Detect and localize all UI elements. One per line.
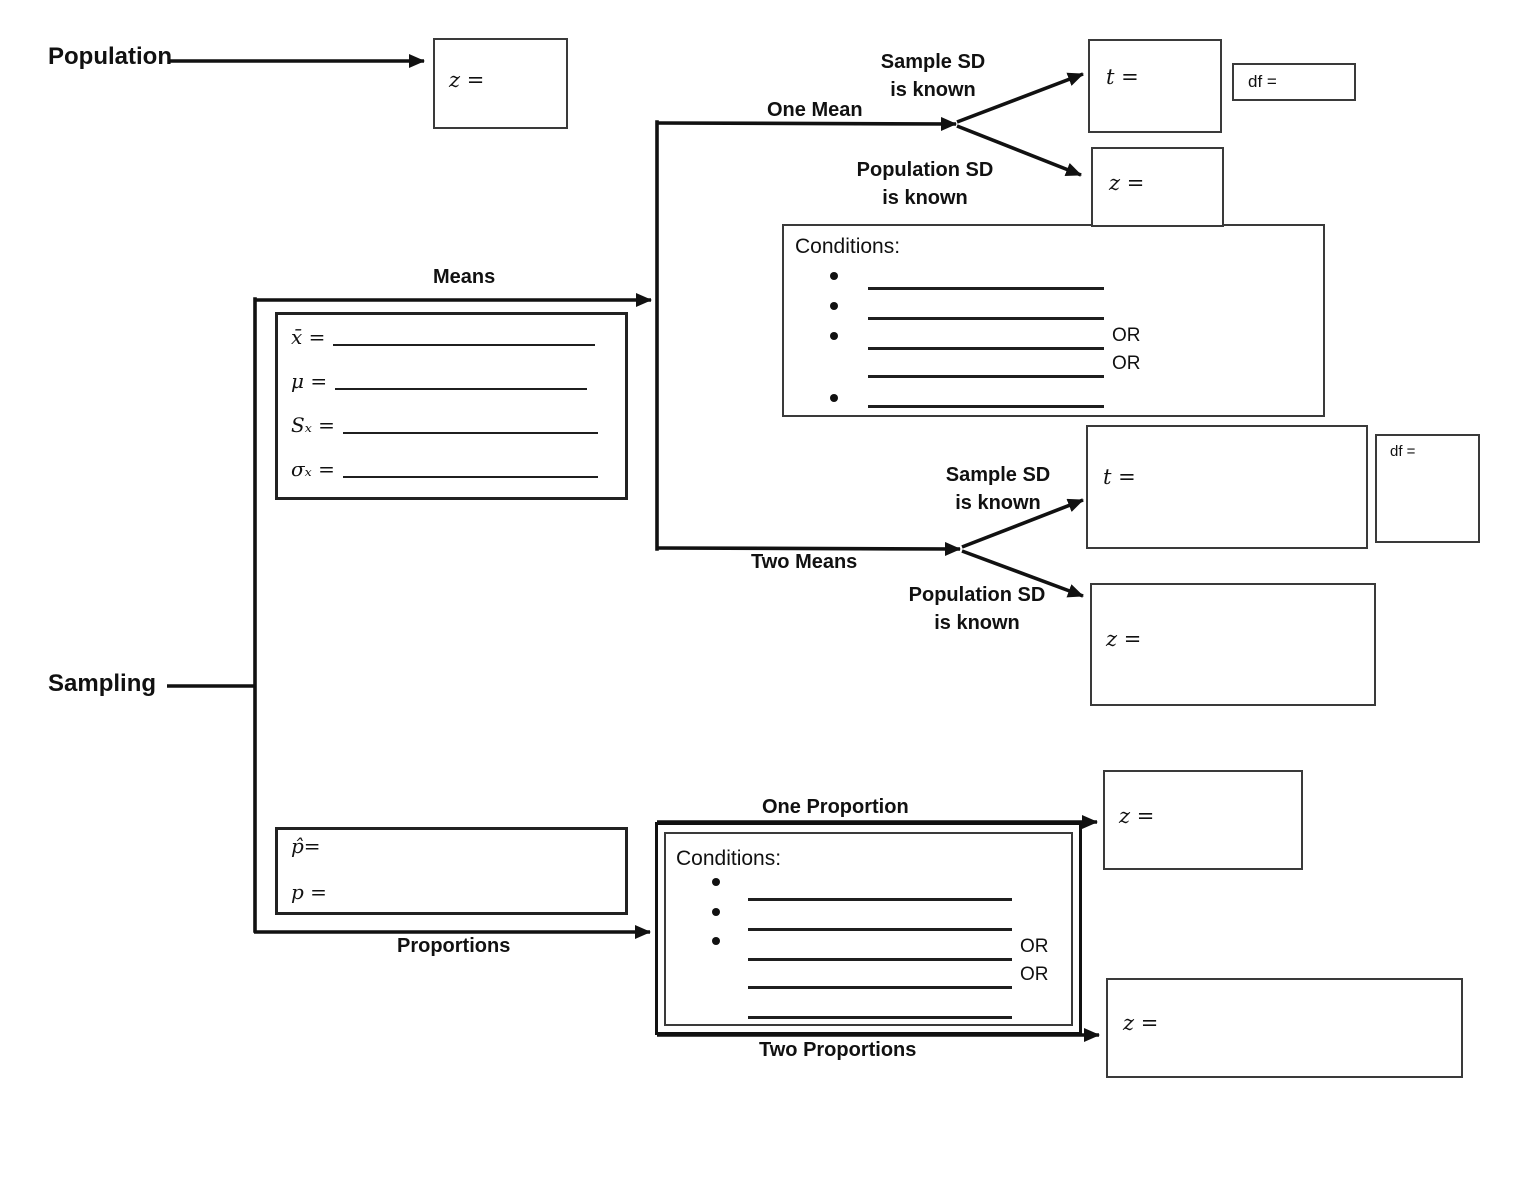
or-label: OR bbox=[1112, 353, 1141, 374]
two-proportions-branch-label: Two Proportions bbox=[759, 1039, 917, 1061]
p-label: p = bbox=[291, 880, 327, 904]
sample-sd-text: Sample SD bbox=[945, 464, 1051, 486]
two-means-branch-label: Two Means bbox=[751, 551, 858, 573]
bullet-dot bbox=[712, 937, 720, 945]
means-stat-row: Sₓ = bbox=[291, 413, 598, 437]
mu-label: μ = bbox=[291, 369, 328, 393]
two-means-df-box[interactable]: df = bbox=[1375, 434, 1480, 543]
z-equals-text: z = bbox=[1119, 804, 1155, 828]
bullet-dot bbox=[830, 302, 838, 310]
or-label: OR bbox=[1112, 325, 1141, 346]
is-known-text: is known bbox=[890, 79, 976, 101]
one-mean-population-sd-label: Population SD is known bbox=[840, 156, 1010, 212]
proportion-stat-row: p̂= bbox=[291, 834, 321, 858]
two-means-arrow bbox=[655, 541, 961, 556]
two-means-t-box[interactable]: t = bbox=[1086, 425, 1368, 549]
sampling-label: Sampling bbox=[48, 670, 157, 697]
proportions-conditions-outer-box bbox=[655, 822, 1082, 1035]
two-means-sample-sd-label: Sample SD is known bbox=[918, 461, 1078, 517]
population-sd-text: Population SD bbox=[856, 159, 994, 181]
two-means-z-diagonal bbox=[961, 549, 1084, 598]
proportion-stat-row: p = bbox=[291, 880, 327, 904]
blank-line[interactable] bbox=[748, 958, 1012, 961]
means-branch-label: Means bbox=[433, 266, 496, 288]
one-mean-arrow bbox=[655, 116, 957, 131]
blank-line[interactable] bbox=[748, 986, 1012, 989]
population-sd-text: Population SD bbox=[908, 584, 1046, 606]
two-proportions-z-box[interactable]: z = bbox=[1106, 978, 1463, 1078]
one-proportion-z-box[interactable]: z = bbox=[1103, 770, 1303, 870]
t-equals-text: t = bbox=[1106, 65, 1139, 89]
means-stat-row: x̄ = bbox=[291, 325, 596, 349]
means-conditions-box bbox=[782, 224, 1325, 417]
proportions-branch-label: Proportions bbox=[397, 935, 511, 957]
blank-line[interactable] bbox=[868, 287, 1104, 290]
blank-line[interactable] bbox=[748, 928, 1012, 931]
blank-line[interactable] bbox=[342, 432, 598, 434]
z-equals-text: z = bbox=[1123, 1011, 1159, 1035]
sx-label: Sₓ = bbox=[291, 413, 335, 437]
blank-line[interactable] bbox=[868, 375, 1104, 378]
two-means-t-diagonal bbox=[961, 498, 1084, 549]
one-mean-df-box[interactable]: df = bbox=[1232, 63, 1356, 101]
blank-line[interactable] bbox=[335, 388, 588, 390]
df-equals-text: df = bbox=[1390, 443, 1416, 460]
or-label: OR bbox=[1020, 936, 1049, 957]
bullet-dot bbox=[830, 272, 838, 280]
z-equals-text: z = bbox=[1109, 171, 1145, 195]
blank-line[interactable] bbox=[868, 317, 1104, 320]
z-equals-text: z = bbox=[1106, 627, 1142, 651]
means-stats-box bbox=[275, 312, 628, 500]
sigmax-label: σₓ = bbox=[291, 457, 335, 481]
bullet-dot bbox=[712, 878, 720, 886]
proportion-stats-box bbox=[275, 827, 628, 915]
is-known-text: is known bbox=[882, 187, 968, 209]
blank-line[interactable] bbox=[868, 347, 1104, 350]
blank-line[interactable] bbox=[748, 898, 1012, 901]
sample-sd-text: Sample SD bbox=[880, 51, 986, 73]
one-proportion-branch-label: One Proportion bbox=[762, 796, 909, 818]
means-stat-row: μ = bbox=[291, 369, 588, 393]
phat-label: p̂= bbox=[291, 834, 321, 858]
bullet-dot bbox=[830, 394, 838, 402]
t-equals-text: t = bbox=[1103, 465, 1136, 489]
is-known-text: is known bbox=[955, 492, 1041, 514]
population-label: Population bbox=[48, 43, 172, 70]
df-equals-text: df = bbox=[1248, 72, 1277, 91]
one-mean-sample-sd-label: Sample SD is known bbox=[853, 48, 1013, 104]
or-label: OR bbox=[1020, 964, 1049, 985]
two-means-population-sd-label: Population SD is known bbox=[892, 581, 1062, 637]
one-mean-branch-label: One Mean bbox=[767, 99, 863, 121]
blank-line[interactable] bbox=[342, 476, 598, 478]
bullet-dot bbox=[712, 908, 720, 916]
two-means-z-box[interactable]: z = bbox=[1090, 583, 1376, 706]
blank-line[interactable] bbox=[748, 1016, 1012, 1019]
bullet-dot bbox=[830, 332, 838, 340]
means-stat-row: σₓ = bbox=[291, 457, 598, 481]
xbar-label: x̄ = bbox=[291, 325, 326, 349]
one-mean-z-diagonal bbox=[956, 124, 1082, 177]
z-equals-text: z = bbox=[449, 68, 485, 92]
blank-line[interactable] bbox=[868, 405, 1104, 408]
one-mean-z-box[interactable]: z = bbox=[1091, 147, 1224, 227]
one-mean-t-diagonal bbox=[956, 72, 1084, 124]
conditions-title: Conditions: bbox=[676, 847, 782, 870]
conditions-title: Conditions: bbox=[795, 235, 901, 258]
is-known-text: is known bbox=[934, 612, 1020, 634]
one-mean-t-box[interactable]: t = bbox=[1088, 39, 1222, 133]
blank-line[interactable] bbox=[333, 344, 596, 346]
population-z-box[interactable]: z = bbox=[433, 38, 568, 129]
